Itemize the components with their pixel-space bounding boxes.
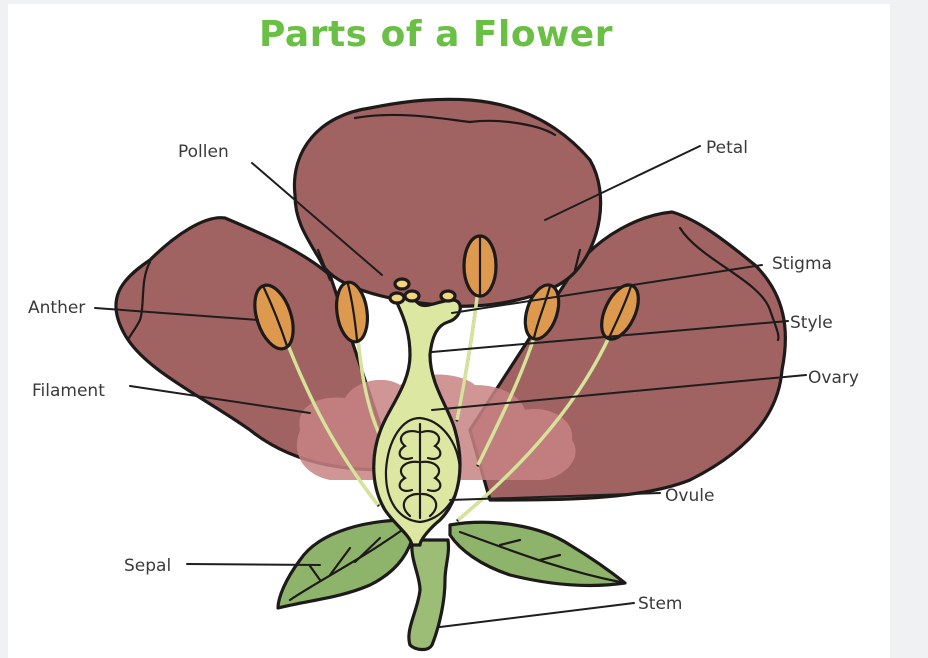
stem bbox=[407, 538, 451, 652]
petal-center bbox=[292, 97, 603, 308]
anther bbox=[253, 283, 295, 351]
sepal-right bbox=[448, 520, 627, 587]
label-stem: Stem bbox=[638, 594, 682, 614]
anther bbox=[462, 234, 498, 298]
label-sepal: Sepal bbox=[124, 556, 171, 576]
anther bbox=[334, 280, 370, 344]
label-anther: Anther bbox=[28, 298, 85, 318]
label-pollen: Pollen bbox=[178, 142, 229, 162]
label-filament: Filament bbox=[32, 381, 105, 401]
label-style: Style bbox=[790, 313, 833, 333]
leader-lines bbox=[94, 145, 807, 628]
label-ovary: Ovary bbox=[808, 368, 859, 388]
label-stigma: Stigma bbox=[772, 254, 832, 274]
label-petal: Petal bbox=[706, 138, 748, 158]
pollen-grains bbox=[388, 277, 457, 305]
anthers bbox=[253, 234, 640, 351]
ovules bbox=[398, 422, 442, 520]
sepals bbox=[276, 518, 627, 610]
pistil bbox=[372, 295, 462, 547]
label-ovule: Ovule bbox=[665, 486, 714, 506]
page-title: Parts of a Flower bbox=[259, 14, 613, 55]
ovary-chamber bbox=[384, 416, 462, 524]
